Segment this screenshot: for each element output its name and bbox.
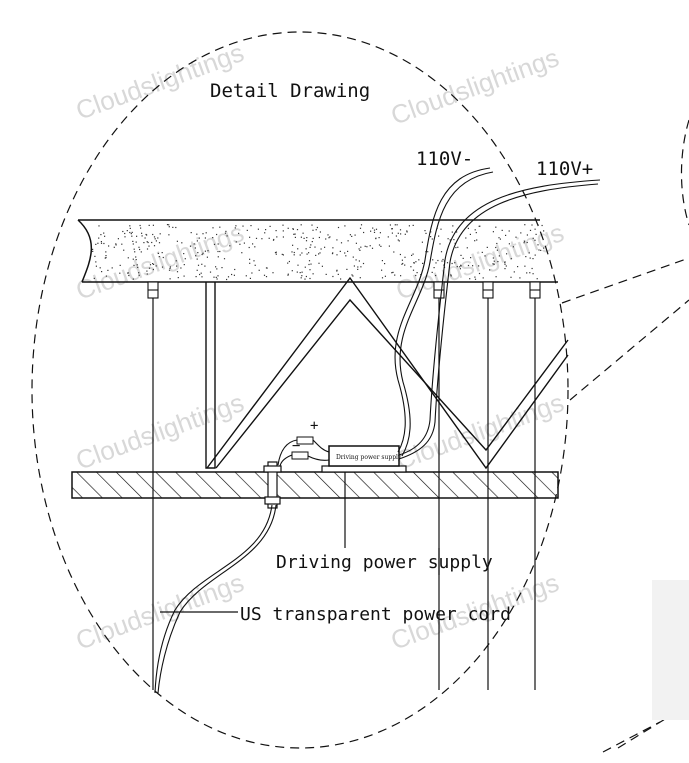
detail-ellipse bbox=[31, 31, 569, 749]
minus-sign: − bbox=[292, 438, 300, 454]
label-110v-pos: 110V+ bbox=[536, 158, 593, 180]
watermark-6: Cloudslightings bbox=[392, 387, 568, 475]
anchor-bolts bbox=[147, 281, 541, 299]
concrete-speckles bbox=[92, 224, 545, 281]
driving-power-supply-box: Driving power supply bbox=[321, 445, 407, 473]
title: Detail Drawing bbox=[210, 80, 370, 102]
zigzag-frame bbox=[205, 276, 569, 470]
label-110v-neg: 110V- bbox=[416, 148, 473, 170]
edge-fragment bbox=[652, 580, 689, 720]
mounting-screw bbox=[263, 461, 282, 509]
watermark-7: Cloudslightings bbox=[72, 567, 248, 655]
watermark-2: Cloudslightings bbox=[387, 42, 563, 130]
plus-sign: + bbox=[310, 418, 318, 434]
callout-leaders bbox=[561, 119, 689, 753]
wires bbox=[154, 167, 601, 694]
label-driving-power-supply: Driving power supply bbox=[276, 552, 493, 573]
ceiling-slab bbox=[77, 219, 558, 283]
watermark-4: Cloudslightings bbox=[392, 217, 568, 305]
label-us-power-cord: US transparent power cord bbox=[240, 604, 511, 625]
callout-lines bbox=[160, 472, 440, 613]
box-label: Driving power supply bbox=[336, 454, 402, 461]
hatched-plate bbox=[71, 471, 559, 499]
watermark-3: Cloudslightings bbox=[72, 217, 248, 305]
